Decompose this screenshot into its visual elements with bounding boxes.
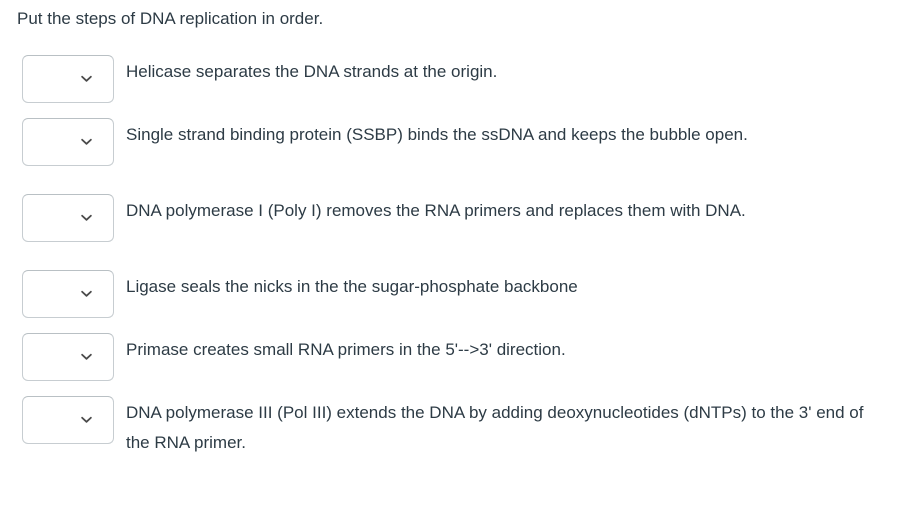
answer-text: Helicase separates the DNA strands at th…	[126, 62, 498, 81]
order-select-2[interactable]	[22, 118, 114, 166]
order-select-6[interactable]	[22, 396, 114, 444]
order-select-4[interactable]	[22, 270, 114, 318]
answer-list: Helicase separates the DNA strands at th…	[0, 55, 902, 473]
answer-row: DNA polymerase III (Pol III) extends the…	[0, 396, 902, 458]
order-select-1[interactable]	[22, 55, 114, 103]
chevron-down-icon	[80, 288, 93, 301]
answer-text: Ligase seals the nicks in the the sugar-…	[126, 277, 578, 296]
answer-row: Helicase separates the DNA strands at th…	[0, 55, 902, 103]
chevron-down-icon	[80, 136, 93, 149]
order-select-5[interactable]	[22, 333, 114, 381]
order-select-3[interactable]	[22, 194, 114, 242]
answer-text: DNA polymerase I (Poly I) removes the RN…	[126, 201, 746, 220]
chevron-down-icon	[80, 414, 93, 427]
answer-text: DNA polymerase III (Pol III) extends the…	[126, 403, 864, 452]
chevron-down-icon	[80, 73, 93, 86]
chevron-down-icon	[80, 212, 93, 225]
chevron-down-icon	[80, 351, 93, 364]
question-prompt: Put the steps of DNA replication in orde…	[17, 9, 324, 28]
answer-row: DNA polymerase I (Poly I) removes the RN…	[0, 194, 902, 242]
answer-text: Primase creates small RNA primers in the…	[126, 340, 566, 359]
answer-row: Single strand binding protein (SSBP) bin…	[0, 118, 902, 166]
answer-row: Primase creates small RNA primers in the…	[0, 333, 902, 381]
answer-row: Ligase seals the nicks in the the sugar-…	[0, 270, 902, 318]
answer-text: Single strand binding protein (SSBP) bin…	[126, 125, 748, 144]
